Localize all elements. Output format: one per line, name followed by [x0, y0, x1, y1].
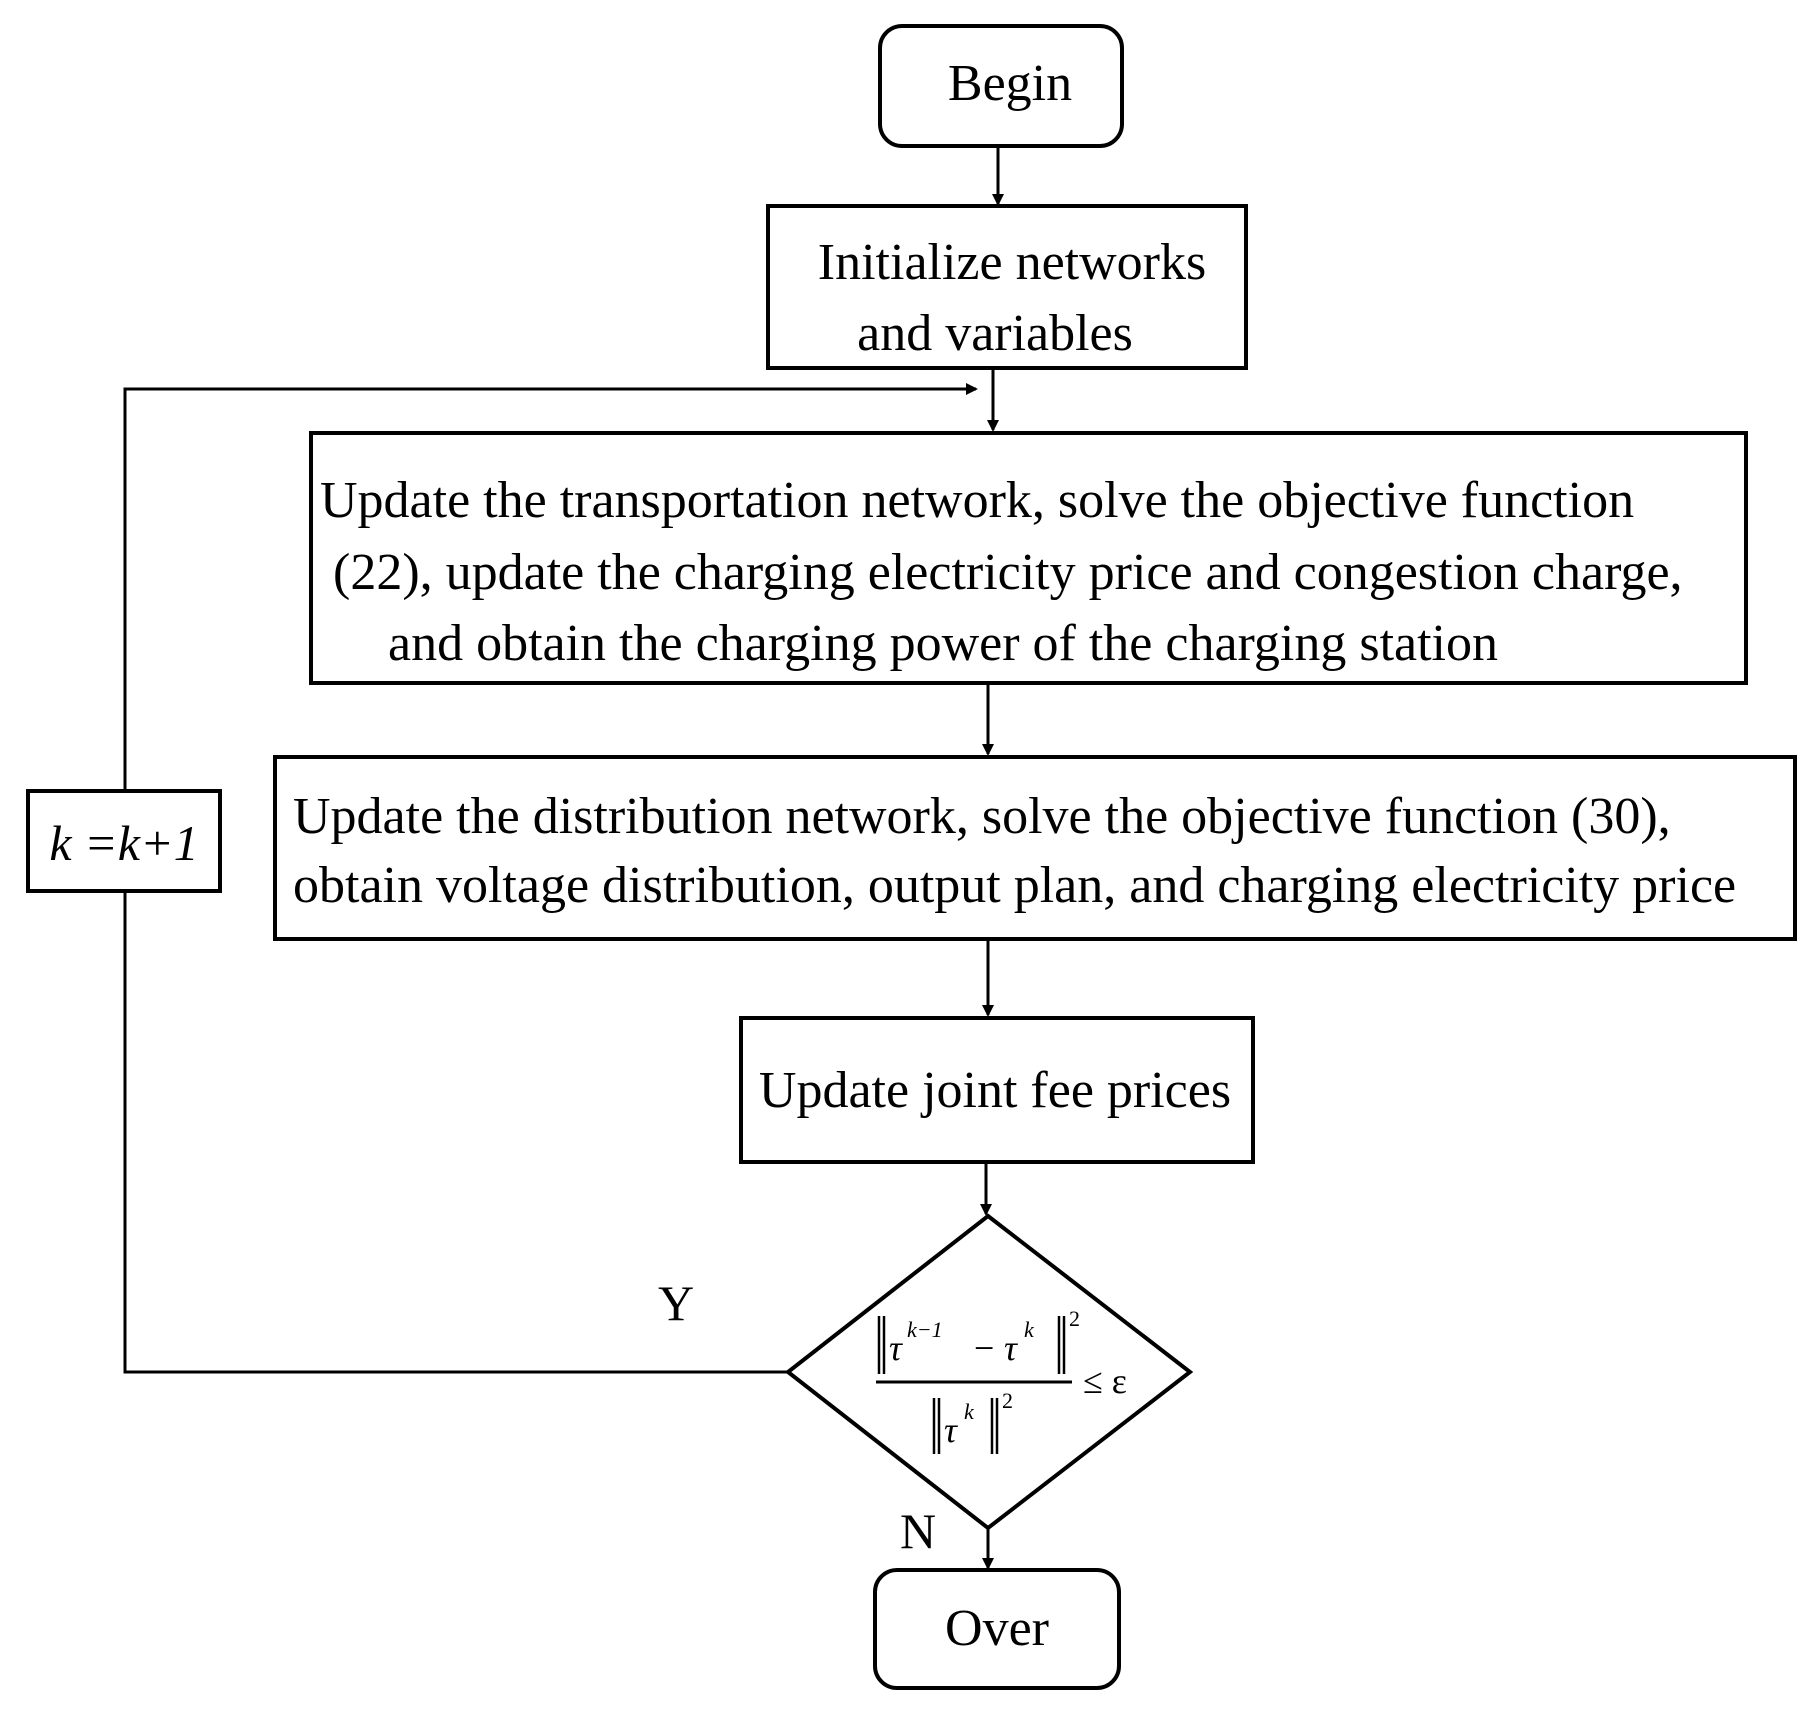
begin-node: Begin: [878, 24, 1124, 148]
numerator-tau-1: τ: [889, 1328, 903, 1368]
numerator-power: 2: [1069, 1306, 1080, 1331]
over-node: Over: [873, 1568, 1121, 1690]
comparison-epsilon: ≤ ε: [1083, 1361, 1127, 1401]
iteration-counter-label: k =k+1: [49, 815, 198, 871]
numerator-minus: −: [974, 1328, 994, 1368]
begin-label: Begin: [948, 55, 1072, 112]
numerator-tau-2-superscript: k: [1024, 1317, 1035, 1342]
numerator-tau-1-superscript: k−1: [907, 1317, 943, 1342]
over-label: Over: [945, 1600, 1049, 1657]
iteration-counter-node: k =k+1: [26, 789, 222, 893]
transport-label-line-2: (22), update the charging electricity pr…: [333, 544, 1683, 601]
no-label: N: [900, 1503, 936, 1559]
initialize-node: Initialize networks and variables: [766, 204, 1248, 370]
yes-label: Y: [658, 1275, 694, 1331]
distribution-update-node: Update the distribution network, solve t…: [273, 755, 1797, 941]
denominator-power: 2: [1002, 1388, 1013, 1413]
distribution-label-line-1: Update the distribution network, solve t…: [293, 788, 1671, 845]
denominator-tau: τ: [944, 1410, 958, 1450]
joint-fee-node: Update joint fee prices: [739, 1016, 1255, 1164]
initialize-label-line-2: and variables: [857, 305, 1133, 362]
transport-label-line-1: Update the transportation network, solve…: [320, 472, 1634, 529]
joint-fee-label: Update joint fee prices: [759, 1062, 1231, 1119]
initialize-label-line-1: Initialize networks: [818, 234, 1206, 291]
numerator-tau-2: τ: [1004, 1328, 1018, 1368]
denominator-superscript: k: [964, 1399, 975, 1424]
transport-label-line-3: and obtain the charging power of the cha…: [388, 615, 1498, 672]
distribution-label-line-2: obtain voltage distribution, output plan…: [293, 857, 1736, 914]
convergence-decision: τ k−1 − τ k 2 τ k 2 ≤ ε: [784, 1213, 1194, 1531]
transport-update-node: Update the transportation network, solve…: [309, 431, 1748, 685]
